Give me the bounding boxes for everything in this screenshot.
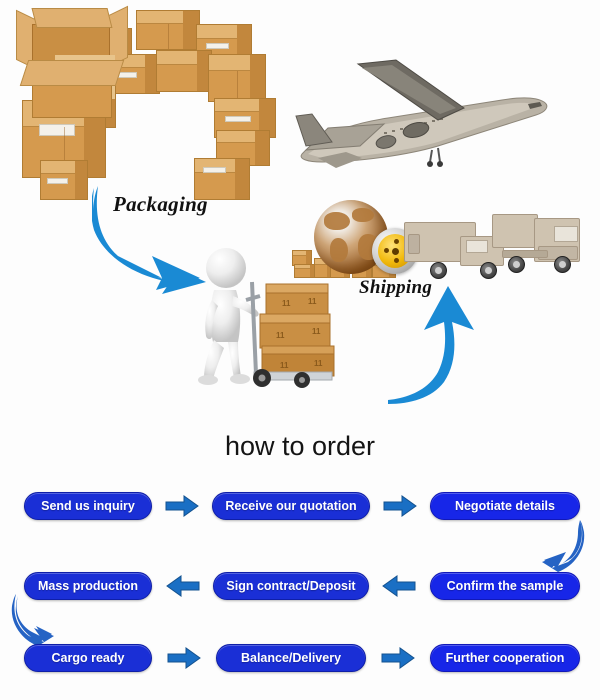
blue-curved-arrow-left [92, 186, 206, 294]
arrow-left-icon [382, 575, 416, 597]
truck-trailer [492, 214, 538, 248]
cardboard-box-small [40, 160, 88, 200]
flow-step-send-us-inquiry[interactable]: Send us inquiry [24, 492, 152, 520]
flow-step-negotiate-details[interactable]: Negotiate details [429, 492, 580, 520]
order-flow-diagram: Send us inquiry Receive our quotation Ne… [0, 474, 600, 700]
turn-down-right-arrow-icon [11, 594, 55, 646]
cardboard-box-tiny [292, 250, 312, 266]
truck-chassis [502, 250, 548, 258]
svg-text:11: 11 [308, 297, 317, 306]
cardboard-box [156, 50, 212, 92]
svg-text:11: 11 [280, 361, 289, 370]
cardboard-boxes-pile [16, 2, 280, 212]
flow-row-3: Cargo ready Balance/Delivery Further coo… [24, 638, 580, 678]
open-cardboard-box [16, 2, 128, 120]
truck-windshield [554, 226, 578, 242]
cargo-airplane-icon [295, 59, 548, 168]
flow-step-receive-our-quotation[interactable]: Receive our quotation [212, 492, 370, 520]
svg-text:11: 11 [312, 327, 321, 336]
van-windshield [466, 240, 488, 253]
truck-wheel [508, 256, 525, 273]
flow-row-1: Send us inquiry Receive our quotation Ne… [24, 486, 580, 526]
flow-step-mass-production[interactable]: Mass production [24, 572, 152, 600]
box-flap [19, 60, 125, 86]
arrow-right-icon [381, 647, 415, 669]
cardboard-box-tiny [294, 264, 316, 278]
svg-text:11: 11 [314, 359, 323, 368]
clock-hub [391, 247, 399, 255]
page-title: how to order [224, 431, 376, 461]
van-wheel [430, 262, 447, 279]
cardboard-box [136, 10, 200, 50]
flow-step-balance-delivery[interactable]: Balance/Delivery [216, 644, 366, 672]
svg-text:11: 11 [276, 331, 285, 340]
continent-shape [330, 238, 348, 262]
shipping-caption: Shipping [359, 277, 433, 298]
flow-row-2: Mass production Sign contract/Deposit Co… [24, 566, 580, 606]
flow-step-cargo-ready[interactable]: Cargo ready [24, 644, 152, 672]
flow-step-further-cooperation[interactable]: Further cooperation [430, 644, 580, 672]
truck-wheel [554, 256, 571, 273]
continent-shape [352, 208, 374, 222]
flow-step-sign-contract-deposit[interactable]: Sign contract/Deposit [213, 572, 369, 600]
arrow-right-icon [167, 647, 201, 669]
cardboard-box-small [194, 158, 250, 200]
arrow-right-icon [383, 495, 417, 517]
van-side-panel [408, 234, 420, 254]
packaging-caption: Packaging [113, 192, 208, 216]
flow-step-confirm-the-sample[interactable]: Confirm the sample [430, 572, 580, 600]
box-flap [31, 8, 113, 28]
cardboard-box [208, 54, 266, 102]
semi-truck-icon [492, 212, 596, 284]
svg-text:11: 11 [282, 299, 291, 308]
continent-shape [324, 212, 350, 230]
blue-curved-arrow-right [388, 286, 474, 404]
arrow-right-icon [165, 495, 200, 517]
hand-truck-with-boxes: 11 11 11 11 11 11 [245, 281, 335, 388]
van-wheel [480, 262, 497, 279]
logistics-illustration: 11 11 11 11 11 11 Packaging Shipping [16, 2, 596, 404]
turn-down-left-arrow-icon [542, 520, 585, 572]
arrow-left-icon [165, 575, 200, 597]
